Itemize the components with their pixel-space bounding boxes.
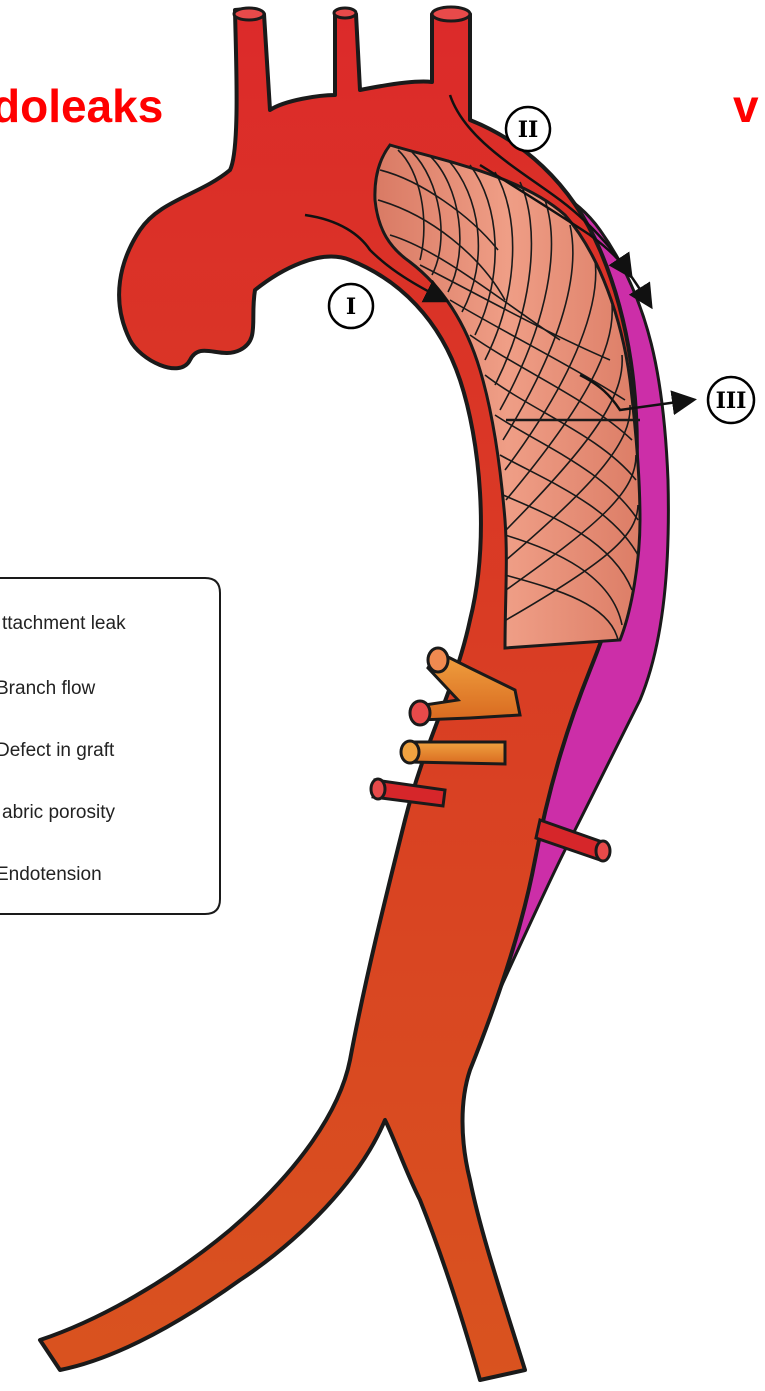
branch-y-upper-opening [428, 648, 448, 672]
title-fragment-right: v [733, 80, 759, 132]
legend-item-branch-flow: Branch flow [0, 678, 96, 699]
marker-label: II [518, 117, 539, 143]
legend: ttachment leak Branch flow Defect in gra… [0, 578, 220, 914]
title-fragment-left: doleaks [0, 80, 163, 132]
vessel-top-left [234, 8, 264, 20]
marker-type-3: III [708, 377, 754, 423]
branch-lower-right-opening [596, 841, 610, 861]
marker-type-2: II [506, 107, 550, 151]
marker-label: III [716, 388, 747, 414]
legend-item-attachment-leak: ttachment leak [2, 613, 126, 634]
branch-middle [410, 742, 505, 764]
branch-lower-left-opening [371, 779, 385, 799]
vessel-top-middle [334, 8, 356, 18]
vessel-top-right [432, 7, 470, 21]
branch-y-lower-opening [410, 701, 430, 725]
marker-label: I [346, 294, 356, 320]
legend-item-fabric-porosity: abric porosity [2, 802, 115, 823]
legend-item-endotension: Endotension [0, 864, 102, 885]
branch-middle-opening [401, 741, 419, 763]
legend-item-defect-in-graft: Defect in graft [0, 740, 115, 761]
marker-type-1: I [329, 284, 373, 328]
